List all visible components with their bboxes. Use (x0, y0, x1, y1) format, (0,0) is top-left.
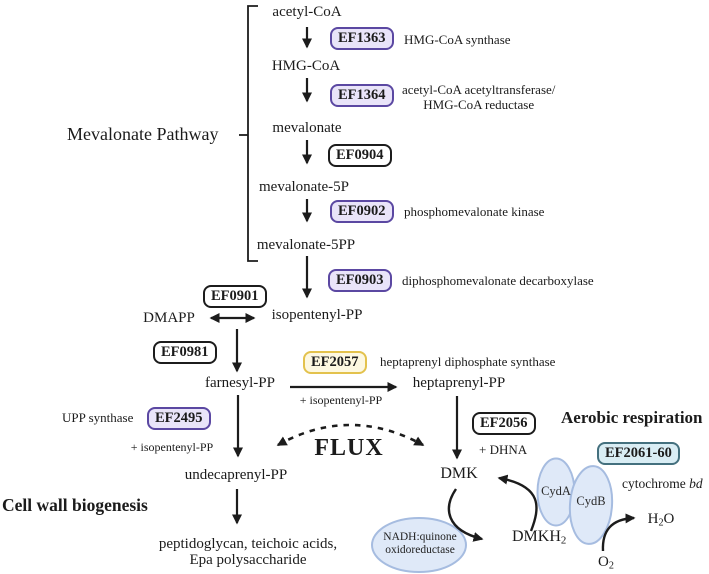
cosubstrate-isopentenylpp-upp: + isopentenyl-PP (130, 440, 214, 454)
enzyme-box-ef1363: EF1363 (330, 27, 394, 50)
enzyme-box-ef0901: EF0901 (203, 285, 267, 308)
cell-wall-products: peptidoglycan, teichoic acids, Epa polys… (159, 536, 337, 568)
cydb-ellipse (568, 465, 614, 545)
enzyme-name-ef0903: diphosphomevalonate decarboxylase (402, 273, 594, 288)
enzyme-box-ef2061-60: EF2061-60 (597, 442, 680, 465)
enzyme-name-ef0902: phosphomevalonate kinase (404, 204, 545, 219)
enzyme-name-ef1364-line1: acetyl-CoA acetyltransferase/ (402, 82, 556, 97)
enzyme-box-ef0902: EF0902 (330, 200, 394, 223)
arrow-dmk-to-dmkh2 (447, 488, 484, 542)
metabolite-mevalonate: mevalonate (272, 120, 342, 136)
metabolite-mevalonate-5p: mevalonate-5P (259, 179, 349, 195)
metabolite-h2o: H2O (647, 511, 675, 529)
metabolite-isopentenyl-pp: isopentenyl-PP (271, 307, 363, 323)
cofactor-dhna: + DHNA (479, 442, 528, 457)
enzyme-box-ef2495: EF2495 (147, 407, 211, 430)
cosubstrate-isopentenylpp-hepta: + isopentenyl-PP (299, 393, 383, 407)
protein-cyda: CydA (541, 484, 571, 498)
aerobic-respiration-heading: Aerobic respiration (561, 408, 703, 427)
cell-wall-products-line1: peptidoglycan, teichoic acids, (158, 536, 338, 552)
metabolite-heptaprenyl-pp: heptaprenyl-PP (412, 375, 506, 391)
mevalonate-pathway-heading: Mevalonate Pathway (67, 124, 219, 144)
arrow-o2-to-h2o (601, 513, 636, 552)
cell-wall-biogenesis-heading: Cell wall biogenesis (2, 495, 148, 515)
enzyme-name-ef1364: acetyl-CoA acetyltransferase/ HMG-CoA re… (402, 82, 555, 112)
enzyme-name-ef1364-line2: HMG-CoA reductase (423, 97, 535, 112)
metabolite-hmg-coa: HMG-CoA (271, 58, 341, 74)
cell-wall-products-line2: Epa polysaccharide (189, 552, 307, 568)
nadh-line2: oxidoreductase (385, 543, 455, 556)
metabolite-o2: O2 (598, 554, 614, 572)
arrow-dmkh2-to-dmk (497, 474, 538, 532)
enzyme-box-ef1364: EF1364 (330, 84, 394, 107)
metabolite-undecaprenyl-pp: undecaprenyl-PP (184, 467, 288, 483)
nadh-oxidoreductase-ellipse (371, 517, 467, 573)
enzyme-name-ef2495: UPP synthase (62, 410, 134, 425)
metabolite-farnesyl-pp: farnesyl-PP (205, 375, 275, 391)
enzyme-box-ef0981: EF0981 (153, 341, 217, 364)
protein-cydb: CydB (576, 494, 606, 508)
enzyme-name-ef2057: heptaprenyl diphosphate synthase (380, 354, 556, 369)
enzyme-box-ef0904: EF0904 (328, 144, 392, 167)
mevalonate-pathway-bracket (247, 5, 258, 262)
protein-nadh-oxidoreductase: NADH:quinone oxidoreductase (383, 531, 456, 556)
enzyme-box-ef2056: EF2056 (472, 412, 536, 435)
enzyme-name-ef2061-60: cytochrome bd (622, 476, 703, 491)
enzyme-box-ef2057: EF2057 (303, 351, 367, 374)
metabolite-dmkh2: DMKH2 (512, 528, 567, 547)
flux-label: FLUX (314, 435, 384, 461)
metabolite-dmk: DMK (440, 465, 478, 482)
enzyme-box-ef0903: EF0903 (328, 269, 392, 292)
nadh-line1: NADH:quinone (383, 531, 457, 543)
metabolite-dmapp: DMAPP (143, 310, 195, 326)
metabolite-mevalonate-5pp: mevalonate-5PP (256, 237, 356, 253)
enzyme-name-ef1363: HMG-CoA synthase (404, 32, 511, 47)
metabolite-acetyl-coa: acetyl-CoA (272, 4, 342, 20)
